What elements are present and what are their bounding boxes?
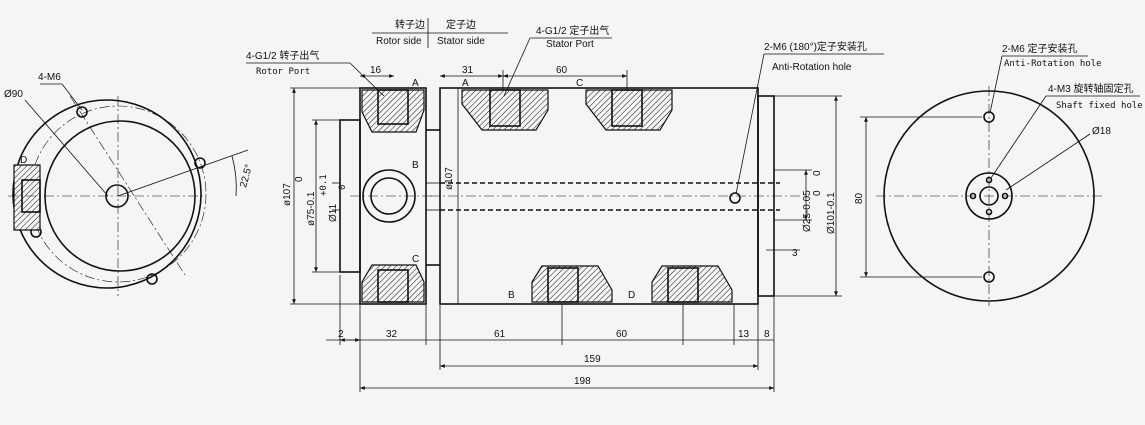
- stator-port-a-hatch: [461, 89, 549, 131]
- dim-107-a: ø107: [282, 183, 293, 206]
- dim-25: Ø25-0.05: [802, 190, 813, 232]
- left-port-d-section: [13, 164, 41, 231]
- stator-port-a-label: A: [462, 78, 469, 89]
- dim-8: 8: [764, 329, 770, 340]
- stator-section: A C B D: [430, 78, 800, 305]
- dim-61: 61: [494, 329, 506, 340]
- left-port-d-label: D: [20, 155, 27, 166]
- right-anti-cn: 2-M6 定子安装孔: [1002, 42, 1078, 55]
- stator-port-en: Stator Port: [546, 39, 594, 50]
- shaft-fixed-cn: 4-M3 旋转轴固定孔: [1048, 82, 1134, 95]
- dim-3: 3: [792, 248, 798, 259]
- right-anti-leader: [989, 55, 1003, 114]
- dim-159: 159: [584, 354, 601, 365]
- anti-rot-leader: [735, 53, 765, 195]
- dim-16: 16: [370, 65, 382, 76]
- dim-11-tol: +0.1: [319, 174, 329, 196]
- left-angle-arc: [231, 155, 237, 197]
- anti-rotation-hole: [729, 192, 741, 204]
- stator-side-cn: 定子边: [446, 18, 476, 31]
- rotor-section: A B C: [339, 78, 440, 305]
- stator-port-a-bore: [489, 89, 521, 127]
- stator-port-c-hatch: [585, 89, 673, 131]
- shaft-fixed-leader: [990, 95, 1047, 179]
- left-end-view: Ø90 4-M6 22.5° D: [4, 72, 255, 296]
- rotor-port-b-label: B: [412, 160, 419, 171]
- left-m6-hole-1: [76, 106, 88, 118]
- anti-rot-cn: 2-M6 (180°)定子安装孔: [764, 40, 867, 53]
- rotor-port-cn: 4-G1/2 转子出气: [246, 49, 319, 62]
- dim-80: 80: [854, 192, 865, 204]
- dim-31: 31: [462, 65, 474, 76]
- dim-198: 198: [574, 376, 591, 387]
- dim-11: Ø11: [328, 203, 339, 222]
- dim-60-top: 60: [556, 65, 568, 76]
- right-anti-en: Anti-Rotation hole: [1004, 59, 1102, 69]
- stator-port-c-label: C: [576, 78, 583, 89]
- rotor-port-c-bore: [377, 269, 409, 303]
- shaft-fixed-en: Shaft fixed hole: [1056, 101, 1143, 111]
- stator-port-b-hatch: [531, 265, 613, 303]
- stator-port-leader: [503, 37, 531, 97]
- stator-port-d-hatch: [651, 265, 733, 303]
- dim-107-b: ø107: [444, 167, 455, 190]
- stator-port-cn: 4-G1/2 定子出气: [536, 24, 609, 37]
- dim-75-zero: 0: [294, 176, 305, 182]
- left-m6-hole-2: [194, 157, 206, 169]
- d18-leader: [1005, 133, 1091, 191]
- dim-32: 32: [386, 329, 398, 340]
- dim-101: Ø101-0.1: [826, 192, 837, 234]
- dim-11-tol2: 0: [338, 185, 348, 190]
- side-view-dimensions: 转子边 Rotor side 定子边 Stator side 4-G1/2 转子…: [246, 18, 884, 392]
- dim-75: ø75-0.1: [306, 191, 317, 226]
- rotor-port-en: Rotor Port: [256, 67, 310, 77]
- left-holes-label: 4-M6: [38, 72, 61, 83]
- right-end-view: 80 2-M6 定子安装孔 Anti-Rotation hole 4-M3 旋转…: [854, 42, 1143, 306]
- rotor-port-leader: [349, 62, 385, 97]
- left-dia-leader: [24, 99, 109, 197]
- left-holes-leader: [61, 83, 83, 111]
- stator-port-b-label: B: [508, 290, 515, 301]
- angle-label: 22.5°: [238, 163, 255, 189]
- dim-2: 2: [338, 329, 344, 340]
- dim-13: 13: [738, 329, 750, 340]
- rotor-port-a-label: A: [412, 78, 419, 89]
- rotor-port-a-bore: [377, 89, 409, 125]
- stator-port-d-bore: [667, 267, 699, 303]
- stator-side-en: Stator side: [437, 36, 485, 47]
- stator-port-b-bore: [547, 267, 579, 303]
- dim-25-zero: 0: [812, 190, 823, 196]
- rotor-port-c-label: C: [412, 254, 419, 265]
- left-outer-circle: [12, 99, 202, 289]
- left-angle-line-a: [117, 149, 249, 197]
- rotor-side-en: Rotor side: [376, 36, 422, 47]
- rotor-port-a-hatch: [361, 89, 425, 133]
- dim-101-zero: 0: [812, 170, 823, 176]
- rotor-side-cn: 转子边: [395, 18, 425, 31]
- dim-18: Ø18: [1092, 126, 1111, 137]
- anti-rot-en: Anti-Rotation hole: [772, 62, 852, 73]
- stator-port-d-label: D: [628, 290, 635, 301]
- dim-60-bot: 60: [616, 329, 628, 340]
- left-dia-label: Ø90: [4, 89, 23, 100]
- left-m6-hole-4: [146, 273, 158, 285]
